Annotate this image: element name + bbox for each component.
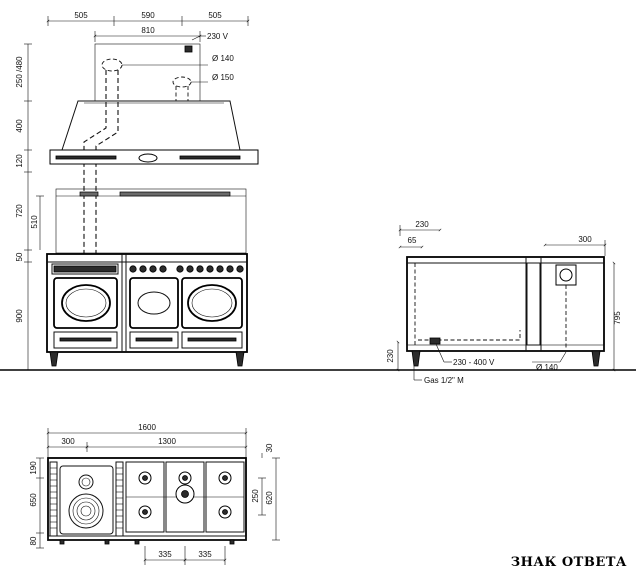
side-dim-65: 65 — [408, 236, 417, 245]
power-label: 230 V — [207, 32, 229, 41]
flue-collar-150 — [172, 76, 192, 88]
foot-right — [235, 351, 245, 367]
range-body — [46, 253, 248, 353]
hood-body — [61, 100, 241, 151]
side-view: 230 65 300 795 230 230 - 400 V Ø 140 Gas… — [386, 220, 622, 385]
burner-spacing-1: 335 — [158, 550, 172, 559]
flue-pipe-150 — [175, 86, 189, 101]
flue-pipe-right — [95, 70, 119, 254]
flue-pipe-left — [83, 70, 107, 254]
dim-height-top: 50 — [15, 252, 24, 261]
top-depth-650: 650 — [29, 493, 38, 507]
dim-width-left: 505 — [74, 11, 88, 20]
chimney-box — [94, 43, 201, 102]
center-oven-window — [137, 291, 171, 315]
right-oven-door — [181, 277, 243, 329]
side-dim-300: 300 — [578, 235, 592, 244]
top-depth-620: 620 — [265, 491, 274, 505]
side-flue-collar — [559, 268, 573, 282]
cooktop-outline — [47, 457, 247, 541]
top-depth-80: 80 — [29, 536, 38, 545]
side-height-795: 795 — [613, 311, 622, 325]
burner-spacing-2: 335 — [198, 550, 212, 559]
stove-hotplate — [68, 493, 104, 529]
hob-vent-right — [116, 467, 123, 529]
dim-height-flue: 250 /480 — [15, 56, 24, 88]
stove-lid-small — [78, 474, 94, 490]
electric-label: 230 - 400 V — [453, 358, 495, 367]
left-oven-door — [53, 277, 118, 329]
top-view: 1600 300 1300 190 650 80 30 250 620 — [29, 423, 280, 565]
flue-collar-140 — [101, 58, 123, 72]
top-depth-30: 30 — [265, 443, 274, 452]
top-depth-190: 190 — [29, 461, 38, 475]
right-drawer — [181, 331, 243, 349]
left-drawer — [53, 331, 118, 349]
side-height-230: 230 — [386, 349, 395, 363]
foot-left — [49, 351, 59, 367]
backsplash — [55, 188, 247, 254]
wood-stove-plate — [59, 465, 114, 535]
side-flue-label: Ø 140 — [536, 363, 558, 372]
electric-connector-icon — [429, 337, 441, 345]
knob-row-top — [59, 539, 235, 545]
power-socket-icon — [184, 45, 193, 53]
top-dim-1600: 1600 — [138, 423, 156, 432]
gas-label: Gas 1/2" M — [424, 376, 464, 385]
footer-text: ЗНАК ОТВЕТА — [511, 555, 627, 570]
center-drawer — [129, 331, 179, 349]
front-view: 505 590 505 810 250 /480 400 120 720 510… — [15, 11, 259, 371]
dim-width-right: 505 — [208, 11, 222, 20]
dim-height-backsplash-inner: 510 — [30, 215, 39, 229]
dim-hood-width: 810 — [141, 26, 155, 35]
dim-height-hood-base: 120 — [15, 154, 24, 168]
dim-width-center: 590 — [141, 11, 155, 20]
control-knobs — [129, 265, 244, 273]
hood-light-icon — [138, 153, 158, 163]
right-oven-window — [187, 284, 237, 322]
gas-burners — [138, 471, 232, 519]
flue-diameter-150: Ø 150 — [212, 73, 234, 82]
center-oven-door — [129, 277, 179, 329]
top-dim-1300: 1300 — [158, 437, 176, 446]
dim-height-hood: 400 — [15, 119, 24, 133]
top-dim-300: 300 — [61, 437, 75, 446]
flue-diameter-140: Ø 140 — [212, 54, 234, 63]
dim-height-backsplash: 720 — [15, 204, 24, 218]
dim-height-body: 900 — [15, 309, 24, 323]
top-depth-250: 250 — [251, 489, 260, 503]
hob-vent-left — [50, 467, 57, 529]
left-oven-window — [61, 284, 111, 322]
side-dim-230: 230 — [415, 220, 429, 229]
